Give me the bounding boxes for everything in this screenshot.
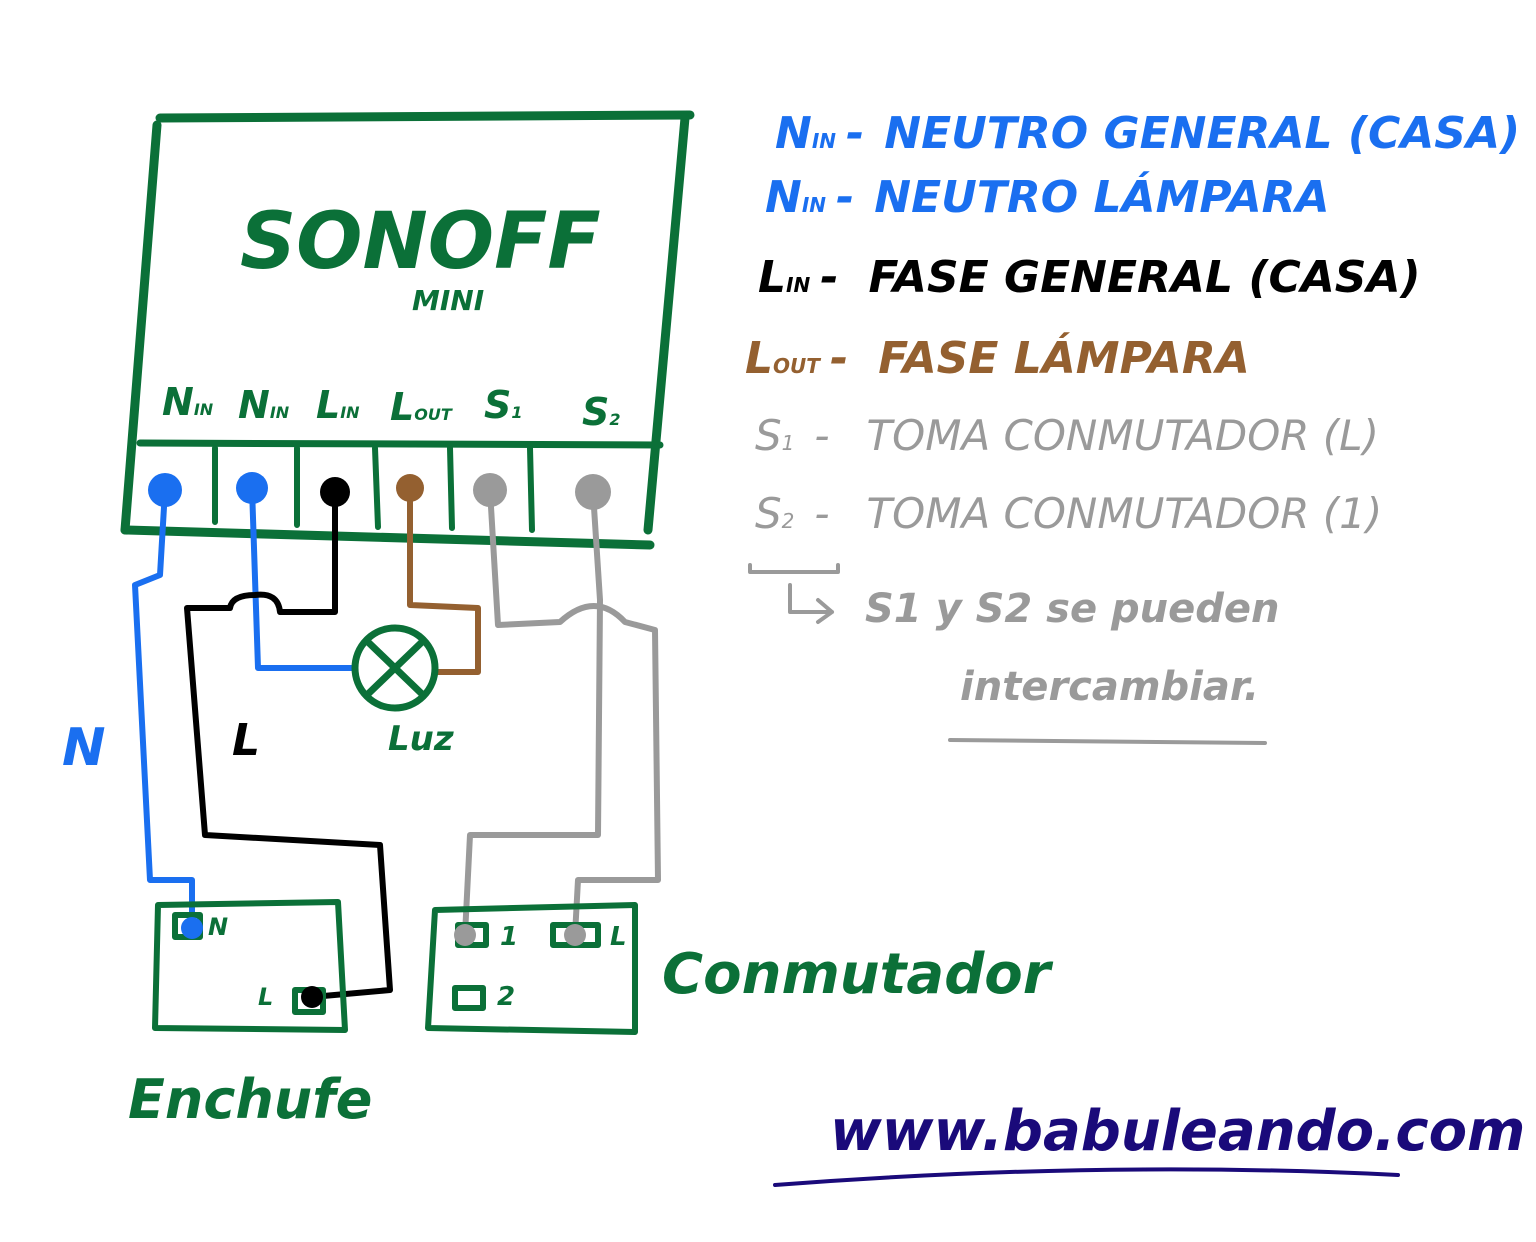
wire-line-in [184, 489, 393, 1000]
svg-text:NIN: NIN [162, 380, 214, 424]
note-line-2: intercambiar. [960, 664, 1259, 710]
website-underline [773, 1167, 1400, 1187]
legend: NIN-NEUTRO GENERAL (CASA) NIN-NEUTRO LÁM… [745, 108, 1520, 538]
wire-neutral-lamp [249, 485, 359, 671]
switch-2-label: 2 [497, 982, 515, 1012]
svg-text:LOUT: LOUT [390, 385, 453, 429]
svg-text:NIN: NIN [238, 383, 290, 427]
note-line-1: S1 y S2 se pueden [865, 586, 1279, 632]
switch-box [425, 902, 638, 1035]
device-model: MINI [412, 284, 484, 317]
terminal-labels: NIN NIN LIN LOUT S1 S2 [162, 380, 621, 434]
legend-item: S2-TOMA CONMUTADOR (1) [755, 489, 1382, 538]
switch-l-label: L [610, 922, 627, 952]
legend-item: S1-TOMA CONMUTADOR (L) [755, 411, 1379, 460]
legend-item: LOUT-FASE LÁMPARA [745, 331, 1250, 384]
legend-item: LIN-FASE GENERAL (CASA) [758, 252, 1421, 303]
wire-s2 [462, 489, 603, 938]
svg-text:S1: S1 [484, 383, 523, 427]
wire-line-out [407, 485, 481, 675]
lamp-label: Luz [388, 719, 454, 759]
socket-label: Enchufe [128, 1068, 372, 1131]
svg-text:S2: S2 [582, 390, 621, 434]
socket-l-label: L [258, 983, 273, 1011]
svg-text:LIN: LIN [316, 383, 360, 427]
socket-n-label: N [208, 913, 228, 941]
device-terminals [148, 472, 611, 510]
website-link[interactable]: www.babuleando.com [830, 1099, 1525, 1164]
wire-s1 [487, 487, 661, 938]
switch-label: Conmutador [662, 942, 1054, 1007]
line-label: L [232, 715, 260, 766]
sonoff-mini-device [120, 110, 695, 550]
legend-item: NIN-NEUTRO GENERAL (CASA) [775, 108, 1520, 159]
note-bracket [748, 563, 840, 624]
lamp-icon [351, 624, 439, 712]
neutral-label: N [62, 718, 106, 778]
legend-item: NIN-NEUTRO LÁMPARA [765, 170, 1330, 223]
wire-neutral-general [132, 487, 195, 931]
note-underline [948, 738, 1267, 745]
switch-1-label: 1 [500, 922, 518, 952]
device-brand: SONOFF [240, 197, 601, 287]
